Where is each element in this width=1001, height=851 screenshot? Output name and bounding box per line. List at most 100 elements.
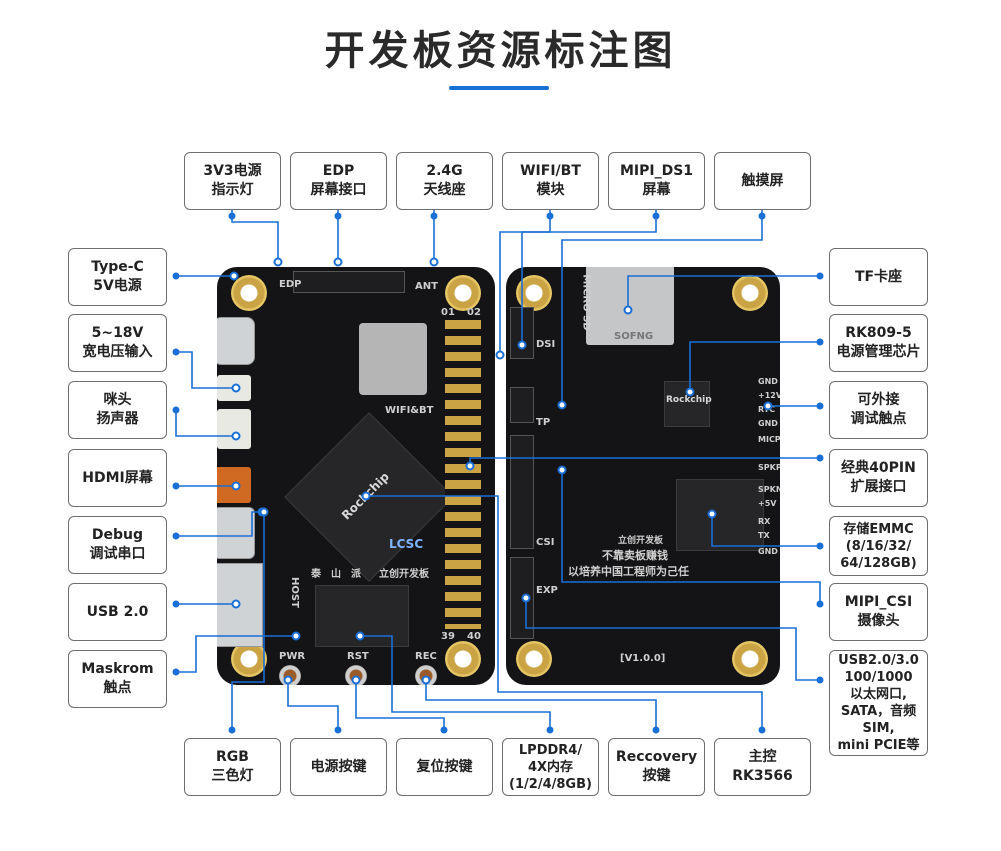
label-wifi-bt: WIFI/BT 模块 [502,152,599,210]
silk-version: [V1.0.0] [620,653,666,664]
typec-port [217,317,255,365]
label-pmic: RK809-5 电源管理芯片 [829,314,928,372]
callout-end-dot [334,212,342,220]
silk-back-brand: 立创开发板 [618,536,664,546]
silk-sofng: SOFNG [614,331,654,342]
callout-end-dot [816,272,824,280]
silk-pin-39: 39 [441,631,455,642]
silk-microsd: MICRO SD [580,274,592,331]
label-reset-key: 复位按键 [396,738,493,796]
label-usb: USB 2.0 [68,583,167,641]
callout-end-dot [816,542,824,550]
callout-end-dot [652,212,660,220]
emmc-chip [676,479,764,551]
silk-gnd-3: GND [758,547,778,556]
callout-end-dot [816,338,824,346]
silk-rst: RST [347,651,369,662]
silk-spkp: SPKP [758,463,780,472]
callout-end-dot [758,726,766,734]
label-debug: Debug 调试串口 [68,516,167,574]
mount-hole [231,275,267,311]
silk-5v: +5V [758,499,777,508]
callout-dot [429,257,439,267]
callout-end-dot [172,482,180,490]
label-maskrom: Maskrom 触点 [68,650,167,708]
callout-line [287,680,339,730]
callout-end-dot [440,726,448,734]
label-rgb: RGB 三色灯 [184,738,281,796]
mount-hole [445,275,481,311]
callout-end-dot [172,348,180,356]
callout-line [231,210,279,262]
silk-rx: RX [758,517,771,526]
callout-end-dot [758,212,766,220]
silk-pin-01: 01 [441,307,455,318]
callout-end-dot [816,402,824,410]
label-antenna: 2.4G 天线座 [396,152,493,210]
label-emmc: 存储EMMC (8/16/32/ 64/128GB) [829,516,928,576]
label-mipi-dsi: MIPI_DS1 屏幕 [608,152,705,210]
callout-end-dot [172,406,180,414]
silk-rec: REC [415,651,437,662]
label-speaker: 咪头 扬声器 [68,381,167,439]
silk-micp: MICP [758,435,780,444]
silk-ant: ANT [415,281,438,292]
csi-connector [510,435,534,549]
callout-dot [273,257,283,267]
page-title: 开发板资源标注图 [324,28,677,74]
callout-end-dot [172,532,180,540]
label-3v3-led: 3V3电源 指示灯 [184,152,281,210]
callout-dot [495,350,505,360]
ddr-chip [315,585,409,647]
edp-connector [293,271,405,293]
label-recovery-key: Reccovery 按键 [608,738,705,796]
callout-end-dot [816,676,824,684]
callout-end-dot [546,212,554,220]
label-tf: TF卡座 [829,248,928,306]
silk-spkn: SPKN [758,485,780,494]
silk-tai: 泰 [311,569,321,580]
speaker-connector [217,409,251,449]
silk-slogan-2: 以培养中国工程师为己任 [568,565,689,578]
mount-hole [732,275,768,311]
label-csi: MIPI_CSI 摄像头 [829,583,928,641]
label-typec: Type-C 5V电源 [68,248,167,306]
callout-end-dot [652,726,660,734]
silk-pin-40: 40 [467,631,481,642]
silk-gnd-2: GND [758,419,778,428]
callout-end-dot [228,726,236,734]
silk-pin-02: 02 [467,307,481,318]
callout-end-dot [172,600,180,608]
power-button [279,665,301,685]
board-front: Rockchip LCSC EDP ANT WIFI&BT 01 02 39 4… [217,267,495,685]
label-gpio: 经典40PIN 扩展接口 [829,449,928,507]
pmic-logo: Rockchip [666,395,712,405]
silk-slogan-1: 不靠卖板赚钱 [602,549,668,562]
silk-brand: 立创开发板 [379,569,429,580]
callout-line [425,680,657,730]
wifi-module [359,323,427,395]
label-soc: 主控 RK3566 [714,738,811,796]
dc-input-connector [217,375,251,401]
silk-host: HOST [288,577,300,608]
dsi-connector [510,307,534,359]
callout-end-dot [816,454,824,462]
callout-line [355,680,445,730]
silk-exp: EXP [536,585,558,596]
label-hdmi: HDMI屏幕 [68,449,167,507]
silk-dsi: DSI [536,339,556,350]
callout-end-dot [546,726,554,734]
callout-dot [333,257,343,267]
mount-hole [732,641,768,677]
silk-wifi: WIFI&BT [385,405,434,416]
label-dc-input: 5~18V 宽电压输入 [68,314,167,372]
mount-hole [516,275,552,311]
callout-end-dot [430,212,438,220]
label-lpddr4: LPDDR4/ 4X内存 (1/2/4/8GB) [502,738,599,796]
reset-button [345,665,367,685]
silk-pai: 派 [351,569,361,580]
mount-hole [516,641,552,677]
label-expansion: USB2.0/3.0 100/1000 以太网口, SATA，音频 SIM, m… [829,650,928,756]
lcsc-logo: LCSC [389,537,424,551]
title-underline [449,86,549,90]
